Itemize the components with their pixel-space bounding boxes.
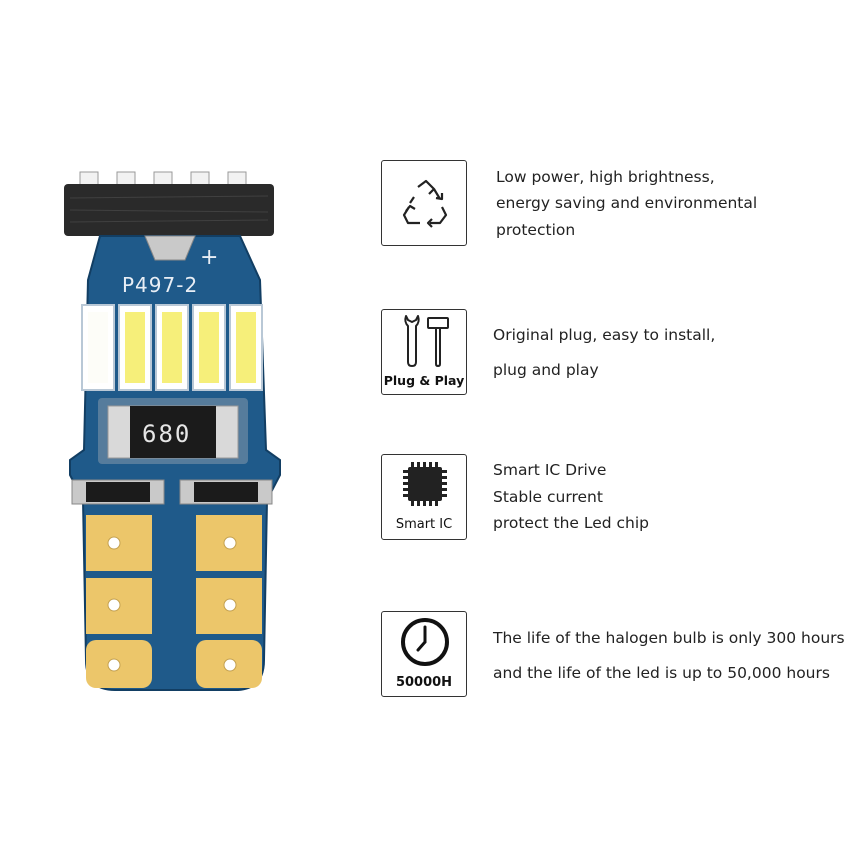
feature-line: protect the Led chip bbox=[493, 514, 650, 532]
feature-plug-play: Plug & Play Original plug, easy to insta… bbox=[381, 309, 841, 399]
led-bulb-image: P497-2 + 680 bbox=[64, 171, 281, 691]
feature-line: plug and play bbox=[493, 361, 599, 379]
feature-line: Low power, high brightness, bbox=[496, 168, 715, 186]
feature-icon-box: Smart IC bbox=[381, 454, 467, 540]
feature-smart-ic: Smart IC Smart IC Drive Stable current p… bbox=[381, 454, 841, 544]
bulb-base bbox=[64, 184, 274, 236]
feature-icon-label: Smart IC bbox=[395, 517, 453, 532]
metal-contact bbox=[144, 235, 196, 261]
feature-icon-label: 50000H bbox=[395, 675, 453, 690]
feature-lifespan: 50000H The life of the halogen bulb is o… bbox=[381, 611, 845, 701]
polarity-mark: + bbox=[200, 245, 218, 270]
feature-line: The life of the halogen bulb is only 300… bbox=[493, 629, 845, 647]
led-chips bbox=[81, 304, 263, 391]
feature-eco: Low power, high brightness, energy savin… bbox=[381, 160, 841, 250]
feature-icon-label: Plug & Play bbox=[383, 373, 465, 388]
feature-line: energy saving and environmental bbox=[496, 194, 758, 212]
top-pins bbox=[79, 171, 247, 187]
feature-line: protection bbox=[496, 221, 576, 239]
chip-icon bbox=[403, 462, 447, 506]
recycle-icon bbox=[402, 179, 448, 228]
clock-icon bbox=[401, 618, 449, 666]
resistor-code: 680 bbox=[142, 420, 191, 448]
feature-line: Original plug, easy to install, bbox=[493, 326, 716, 344]
tools-icon bbox=[404, 315, 449, 367]
feature-line: Stable current bbox=[493, 488, 603, 506]
board-text: P497-2 bbox=[122, 273, 198, 297]
feature-icon-box: Plug & Play bbox=[381, 309, 467, 395]
feature-icon-box: 50000H bbox=[381, 611, 467, 697]
feature-line: and the life of the led is up to 50,000 … bbox=[493, 664, 830, 682]
feature-line: Smart IC Drive bbox=[493, 461, 607, 479]
feature-icon-box bbox=[381, 160, 467, 246]
